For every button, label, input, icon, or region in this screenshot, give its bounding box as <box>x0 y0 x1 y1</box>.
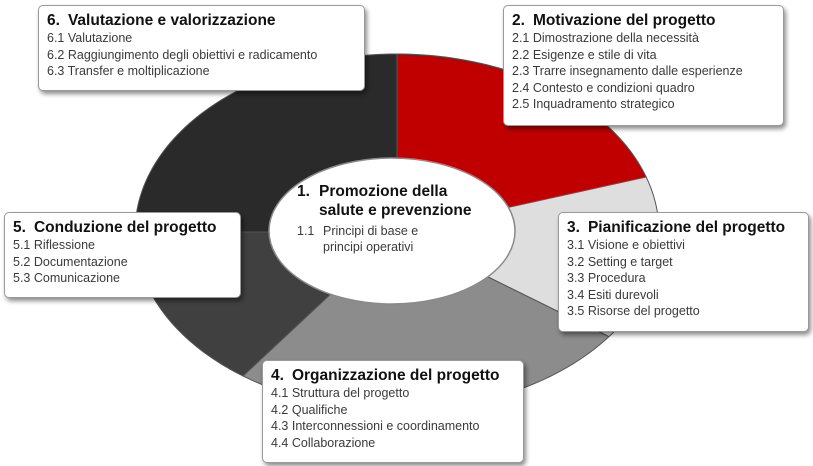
box-title-text: Organizzazione del progetto <box>291 367 500 384</box>
box-title: 6. Valutazione e valorizzazione <box>47 11 356 30</box>
box-number: 5. <box>13 219 26 236</box>
center-ellipse <box>268 157 516 305</box>
box-item: 6.2 Raggiungimento degli obiettivi e rad… <box>47 47 318 62</box>
box-item: 2.1 Dimostrazione della necessità <box>512 31 699 45</box>
box-item: 4.4 Collaborazione <box>271 435 376 450</box>
box-title: 3. Pianificazione del progetto <box>567 218 800 237</box>
box-title-text: Motivazione del progetto <box>532 12 716 29</box>
box-item: 3.1 Visione e obiettivi <box>567 238 685 252</box>
center-item-line2: principi operativi <box>323 240 414 254</box>
box-item: 6.3 Transfer e moltiplicazione <box>47 64 210 79</box>
box-conduzione: 5. Conduzione del progetto 5.1 Riflession… <box>4 212 241 298</box>
box-item: 4.3 Interconnessioni e coordinamento <box>271 419 480 434</box>
box-item: 2.2 Esigenze e stile di vita <box>512 47 657 62</box>
box-item: 6.1 Valutazione <box>47 31 133 45</box>
box-title-text: Valutazione e valorizzazione <box>67 12 276 29</box>
box-title: 5. Conduzione del progetto <box>13 218 232 237</box>
box-item: 2.3 Trarre insegnamento dalle esperienze <box>512 64 743 79</box>
box-motivazione: 2. Motivazione del progetto 2.1 Dimostraz… <box>503 5 784 126</box>
box-title-text: Conduzione del progetto <box>33 219 217 236</box>
box-item: 3.5 Risorse del progetto <box>567 304 700 319</box>
center-item-line1: Principi di base e <box>323 224 419 238</box>
box-item: 2.5 Inquadramento strategico <box>512 97 675 112</box>
box-number: 6. <box>47 12 60 29</box>
box-item: 5.2 Documentazione <box>13 254 128 269</box>
box-item: 3.2 Setting e target <box>567 254 673 269</box>
center-number: 1. <box>297 183 310 200</box>
box-number: 2. <box>512 12 525 29</box>
center-topic: 1. Promozione della salute e prevenzione… <box>297 182 497 255</box>
box-item: 5.1 Riflessione <box>13 238 95 252</box>
box-title: 4. Organizzazione del progetto <box>271 366 515 385</box>
box-item: 3.4 Esiti durevoli <box>567 287 659 302</box>
box-item: 4.2 Qualifiche <box>271 402 348 417</box>
box-title: 2. Motivazione del progetto <box>512 11 775 30</box>
box-title-text: Pianificazione del progetto <box>587 219 786 236</box>
box-valutazione: 6. Valutazione e valorizzazione 6.1 Valut… <box>38 5 365 91</box>
box-organizzazione: 4. Organizzazione del progetto 4.1 Strutt… <box>262 360 524 463</box>
center-title-line1: Promozione della <box>319 183 448 200</box>
box-number: 4. <box>271 367 284 384</box>
box-number: 3. <box>567 219 580 236</box>
box-item: 4.1 Struttura del progetto <box>271 386 410 400</box>
box-pianificazione: 3. Pianificazione del progetto 3.1 Vision… <box>558 212 809 332</box>
box-item: 3.3 Procedura <box>567 271 646 286</box>
box-item: 5.3 Comunicazione <box>13 271 121 286</box>
center-item-number: 1.1 <box>297 224 315 238</box>
center-title-line2: salute e prevenzione <box>319 202 472 219</box>
box-item: 2.4 Contesto e condizioni quadro <box>512 80 695 95</box>
